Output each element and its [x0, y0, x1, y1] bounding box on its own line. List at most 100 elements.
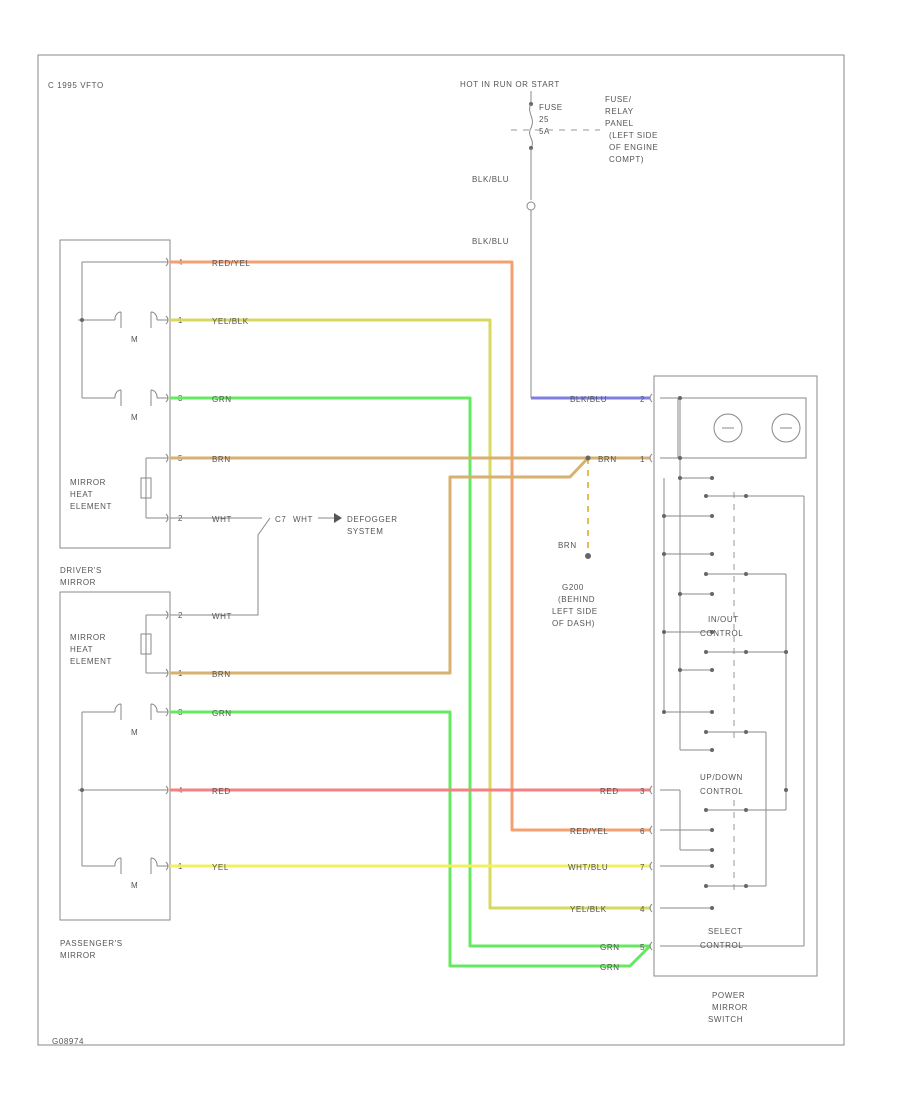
- wires: [170, 260, 652, 968]
- switch-pin-5: 5: [640, 943, 645, 952]
- defogger-wire-label: WHT: [293, 515, 313, 524]
- relay-panel-line6: COMPT): [609, 155, 644, 164]
- switch-pin-7: 7: [640, 863, 645, 872]
- switch-inner-box: [677, 397, 807, 459]
- drivers-heat-line2: HEAT: [70, 490, 93, 499]
- passengers-heat-line3: ELEMENT: [70, 657, 112, 666]
- wire-label-yel-blk-drivers: YEL/BLK: [212, 317, 249, 326]
- wire-wht-passengers: [170, 517, 271, 616]
- switch-select-label-2: CONTROL: [700, 941, 743, 950]
- passengers-motor-2-icon: [114, 857, 158, 874]
- wire-label-wht-drivers: WHT: [212, 515, 232, 524]
- wire-label-wht-blu-switch: WHT/BLU: [568, 863, 608, 872]
- wire-grn-passengers: [170, 710, 652, 968]
- wire-label-grn-passengers: GRN: [212, 709, 232, 718]
- wire-label-yel-blk-switch: YEL/BLK: [570, 905, 607, 914]
- switch-name-line1: POWER: [712, 991, 745, 1000]
- switch-pin-6: 6: [640, 827, 645, 836]
- switch-pin-4: 4: [640, 905, 645, 914]
- drivers-mirror-name-line2: MIRROR: [60, 578, 96, 587]
- switch-up-down-label-1: UP/DOWN: [700, 773, 743, 782]
- switch-connector-markers: [649, 393, 653, 951]
- wire-red-yel: [170, 260, 650, 832]
- switch-pin-1: 1: [640, 455, 645, 464]
- switch-name-line2: MIRROR: [712, 1003, 748, 1012]
- wire-label-grn-drivers: GRN: [212, 395, 232, 404]
- defogger-label-line2: SYSTEM: [347, 527, 384, 536]
- relay-panel-line3: PANEL: [605, 119, 634, 128]
- relay-panel-line4: (LEFT SIDE: [609, 131, 658, 140]
- power-mirror-switch: 2 1 3 6 7 4 5: [640, 375, 818, 1024]
- passengers-mirror-name-line2: MIRROR: [60, 951, 96, 960]
- ground-label-line4: OF DASH): [552, 619, 595, 628]
- switch-in-out-label-2: CONTROL: [700, 629, 743, 638]
- passengers-mirror-box: [59, 591, 171, 921]
- wire-label-grn-switch-2: GRN: [600, 963, 620, 972]
- ground-label-line1: G200: [562, 583, 584, 592]
- wire-label-red-yel-drivers: RED/YEL: [212, 259, 250, 268]
- wire-yel-blk: [170, 318, 650, 910]
- passengers-motor-1-label: M: [131, 728, 138, 737]
- power-source-label: HOT IN RUN OR START: [460, 80, 560, 89]
- drivers-mirror-box: [59, 239, 171, 549]
- fuse-rating: 5A: [539, 127, 550, 136]
- drivers-motor-1-label: M: [131, 335, 138, 344]
- switch-box: [653, 375, 818, 977]
- relay-panel-line2: RELAY: [605, 107, 634, 116]
- wire-label-blk-blu-switch: BLK/BLU: [570, 395, 607, 404]
- ground-icon: [585, 553, 591, 559]
- defogger-connector-id: C7: [275, 515, 286, 524]
- copyright-note: C 1995 VFTO: [48, 81, 104, 90]
- wire-labels: RED/YEL YEL/BLK GRN BRN WHT WHT BRN GRN …: [212, 259, 620, 972]
- mirror-connector-markers: [165, 257, 169, 871]
- wire-grn-drivers: [170, 396, 650, 948]
- switch-select-label-1: SELECT: [708, 927, 743, 936]
- defogger-connector: C7 WHT DEFOGGER SYSTEM: [275, 513, 398, 536]
- wire-label-red-switch: RED: [600, 787, 619, 796]
- switch-in-out-label-1: IN/OUT: [708, 615, 739, 624]
- drivers-heat-line3: ELEMENT: [70, 502, 112, 511]
- defogger-label-line1: DEFOGGER: [347, 515, 398, 524]
- ground-wire-label: BRN: [558, 541, 577, 550]
- wire-label-red-yel-switch: RED/YEL: [570, 827, 608, 836]
- passengers-motor-2-label: M: [131, 881, 138, 890]
- relay-panel-line5: OF ENGINE: [609, 143, 658, 152]
- passengers-heat-element-icon: [140, 633, 152, 655]
- drivers-heat-element-icon: [140, 477, 152, 499]
- power-source: HOT IN RUN OR START FUSE 25 5A FUSE/ REL…: [460, 80, 658, 398]
- wire-brn-passengers: [170, 456, 590, 675]
- wire-label-red-passengers: RED: [212, 787, 231, 796]
- switch-up-down-label-2: CONTROL: [700, 787, 743, 796]
- ground-label-line2: (BEHIND: [558, 595, 595, 604]
- switch-lamp-2-icon: [771, 413, 801, 443]
- drivers-motor-2-icon: [114, 389, 158, 406]
- drivers-motor-2-label: M: [131, 413, 138, 422]
- wire-label-grn-switch-1: GRN: [600, 943, 620, 952]
- wire-label-wht-passengers: WHT: [212, 612, 232, 621]
- passengers-motor-1-icon: [114, 703, 158, 720]
- passengers-heat-line1: MIRROR: [70, 633, 106, 642]
- passengers-mirror-name-line1: PASSENGER'S: [60, 939, 123, 948]
- fuse-label: FUSE: [539, 103, 563, 112]
- fuse-symbol: [529, 103, 533, 149]
- passengers-mirror: MIRROR HEAT ELEMENT M M 2 1 3 4 1 PASSEN…: [59, 591, 183, 960]
- switch-pin-3: 3: [640, 787, 645, 796]
- drivers-motor-1-icon: [114, 311, 158, 328]
- defogger-arrow-icon: [334, 513, 342, 523]
- figure-id: G08974: [52, 1037, 84, 1046]
- ground-g200: BRN G200 (BEHIND LEFT SIDE OF DASH): [552, 541, 598, 628]
- wire-label-brn-passengers: BRN: [212, 670, 231, 679]
- wire-label-brn-drivers: BRN: [212, 455, 231, 464]
- drivers-mirror-name-line1: DRIVER'S: [60, 566, 102, 575]
- passengers-heat-line2: HEAT: [70, 645, 93, 654]
- switch-lamp-1-icon: [713, 413, 743, 443]
- ground-label-line3: LEFT SIDE: [552, 607, 598, 616]
- drivers-mirror: M M MIRROR HEAT ELEMENT 4 1 3 5 2 DRIVER…: [59, 239, 183, 587]
- connector-c1-symbol: [526, 201, 536, 211]
- wire-label-yel-passengers: YEL: [212, 863, 229, 872]
- fuse-number: 25: [539, 115, 549, 124]
- power-wire-lower-label: BLK/BLU: [472, 237, 509, 246]
- drivers-heat-line1: MIRROR: [70, 478, 106, 487]
- switch-pin-2: 2: [640, 395, 645, 404]
